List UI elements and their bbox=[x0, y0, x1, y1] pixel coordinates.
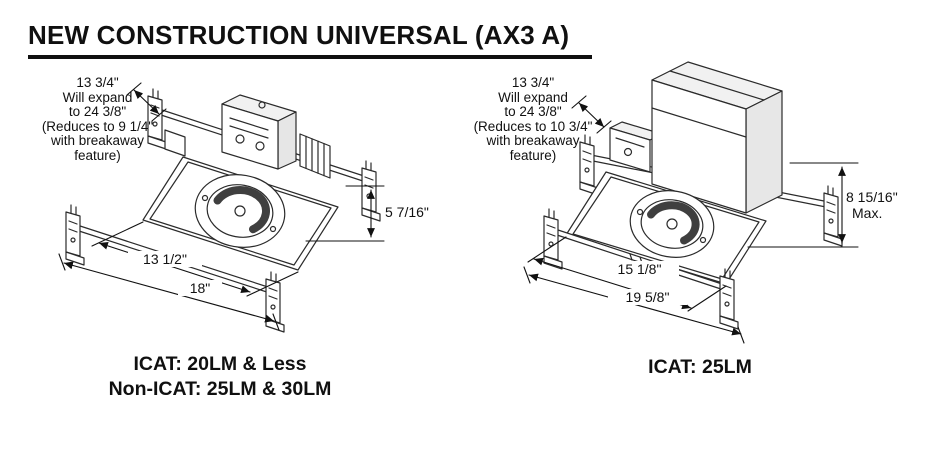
left-near-bar-left-nailer-bracket bbox=[65, 204, 85, 266]
left-inner-width-dim-label: 13 1/2" bbox=[128, 251, 202, 267]
note-line: 13 3/4" bbox=[76, 75, 119, 90]
right-height-dim-label: 8 15/16" Max. bbox=[846, 189, 898, 221]
right-expand-note: 13 3/4" Will expand to 24 3/8" (Reduces … bbox=[458, 75, 608, 163]
right-fixture-drawing bbox=[523, 61, 859, 344]
left-height-dimension bbox=[305, 185, 385, 242]
right-inner-width-dim-label: 15 1/8" bbox=[600, 261, 679, 277]
note-line: (Reduces to 9 1/4" bbox=[41, 118, 154, 134]
note-line: feature) bbox=[509, 147, 557, 163]
note-line: to 24 3/8" bbox=[68, 104, 127, 119]
caption-line: Non-ICAT: 25LM & 30LM bbox=[108, 378, 332, 400]
right-junction-box bbox=[609, 121, 663, 173]
note-line: 13 3/4" bbox=[511, 75, 555, 90]
note-line: feature) bbox=[74, 147, 121, 163]
left-outer-width-dim-label: 18" bbox=[178, 280, 222, 296]
right-near-bar-left-nailer-bracket bbox=[543, 208, 563, 270]
right-height-dim-suffix: Max. bbox=[852, 205, 883, 221]
caption-line: ICAT: 25LM bbox=[648, 356, 752, 378]
note-line: with breakaway bbox=[50, 133, 145, 148]
right-outer-width-dim-label: 19 5/8" bbox=[608, 289, 687, 305]
right-height-dimension bbox=[747, 162, 859, 248]
note-line: Will expand bbox=[498, 89, 568, 105]
right-lamp-opening bbox=[629, 190, 715, 258]
note-line: (Reduces to 10 3/4" bbox=[473, 118, 593, 134]
left-expand-dimension-arrow bbox=[126, 82, 167, 122]
left-vented-side-panel bbox=[299, 133, 331, 179]
note-line: to 24 3/8" bbox=[504, 104, 562, 119]
left-expand-note: 13 3/4" Will expand to 24 3/8" (Reduces … bbox=[25, 75, 170, 163]
note-line: with breakaway bbox=[486, 133, 580, 148]
title-rule bbox=[28, 55, 592, 59]
right-caption: ICAT: 25LM bbox=[560, 355, 840, 380]
note-line: Will expand bbox=[62, 89, 133, 105]
left-lamp-opening bbox=[194, 174, 286, 248]
left-junction-box bbox=[221, 94, 297, 170]
left-caption: ICAT: 20LM & Less Non-ICAT: 25LM & 30LM bbox=[50, 352, 390, 402]
left-height-dim-label: 5 7/16" bbox=[385, 204, 429, 220]
left-outer-width-dimension bbox=[58, 253, 280, 331]
right-icat-housing-box bbox=[651, 61, 783, 214]
right-far-bar-right-nailer-bracket bbox=[823, 185, 843, 247]
right-height-dim-value: 8 15/16" bbox=[846, 189, 898, 205]
right-near-bar-right-nailer-bracket bbox=[719, 268, 739, 330]
page-title: NEW CONSTRUCTION UNIVERSAL (AX3 A) bbox=[28, 20, 570, 50]
caption-line: ICAT: 20LM & Less bbox=[133, 353, 307, 375]
right-expand-dimension-arrow bbox=[571, 95, 612, 134]
left-near-bar-right-nailer-bracket bbox=[265, 271, 285, 333]
